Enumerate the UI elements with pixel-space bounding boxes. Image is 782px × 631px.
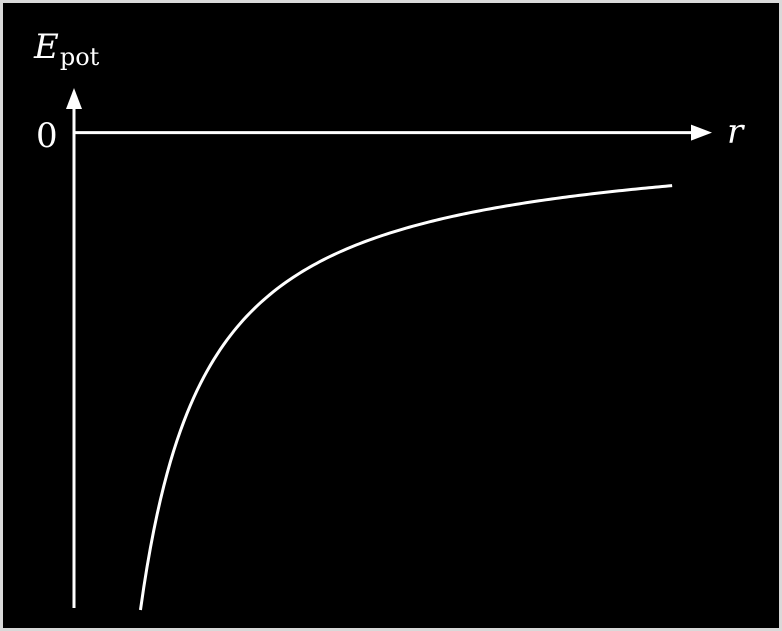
y-axis-label: Epot — [34, 27, 100, 71]
series-line — [138, 184, 673, 611]
y-tick-label-zero: 0 — [36, 116, 58, 156]
x-axis-arrow — [691, 124, 712, 141]
axes — [66, 88, 712, 608]
y-axis-arrow — [66, 88, 82, 109]
x-axis-label: r — [727, 112, 744, 152]
